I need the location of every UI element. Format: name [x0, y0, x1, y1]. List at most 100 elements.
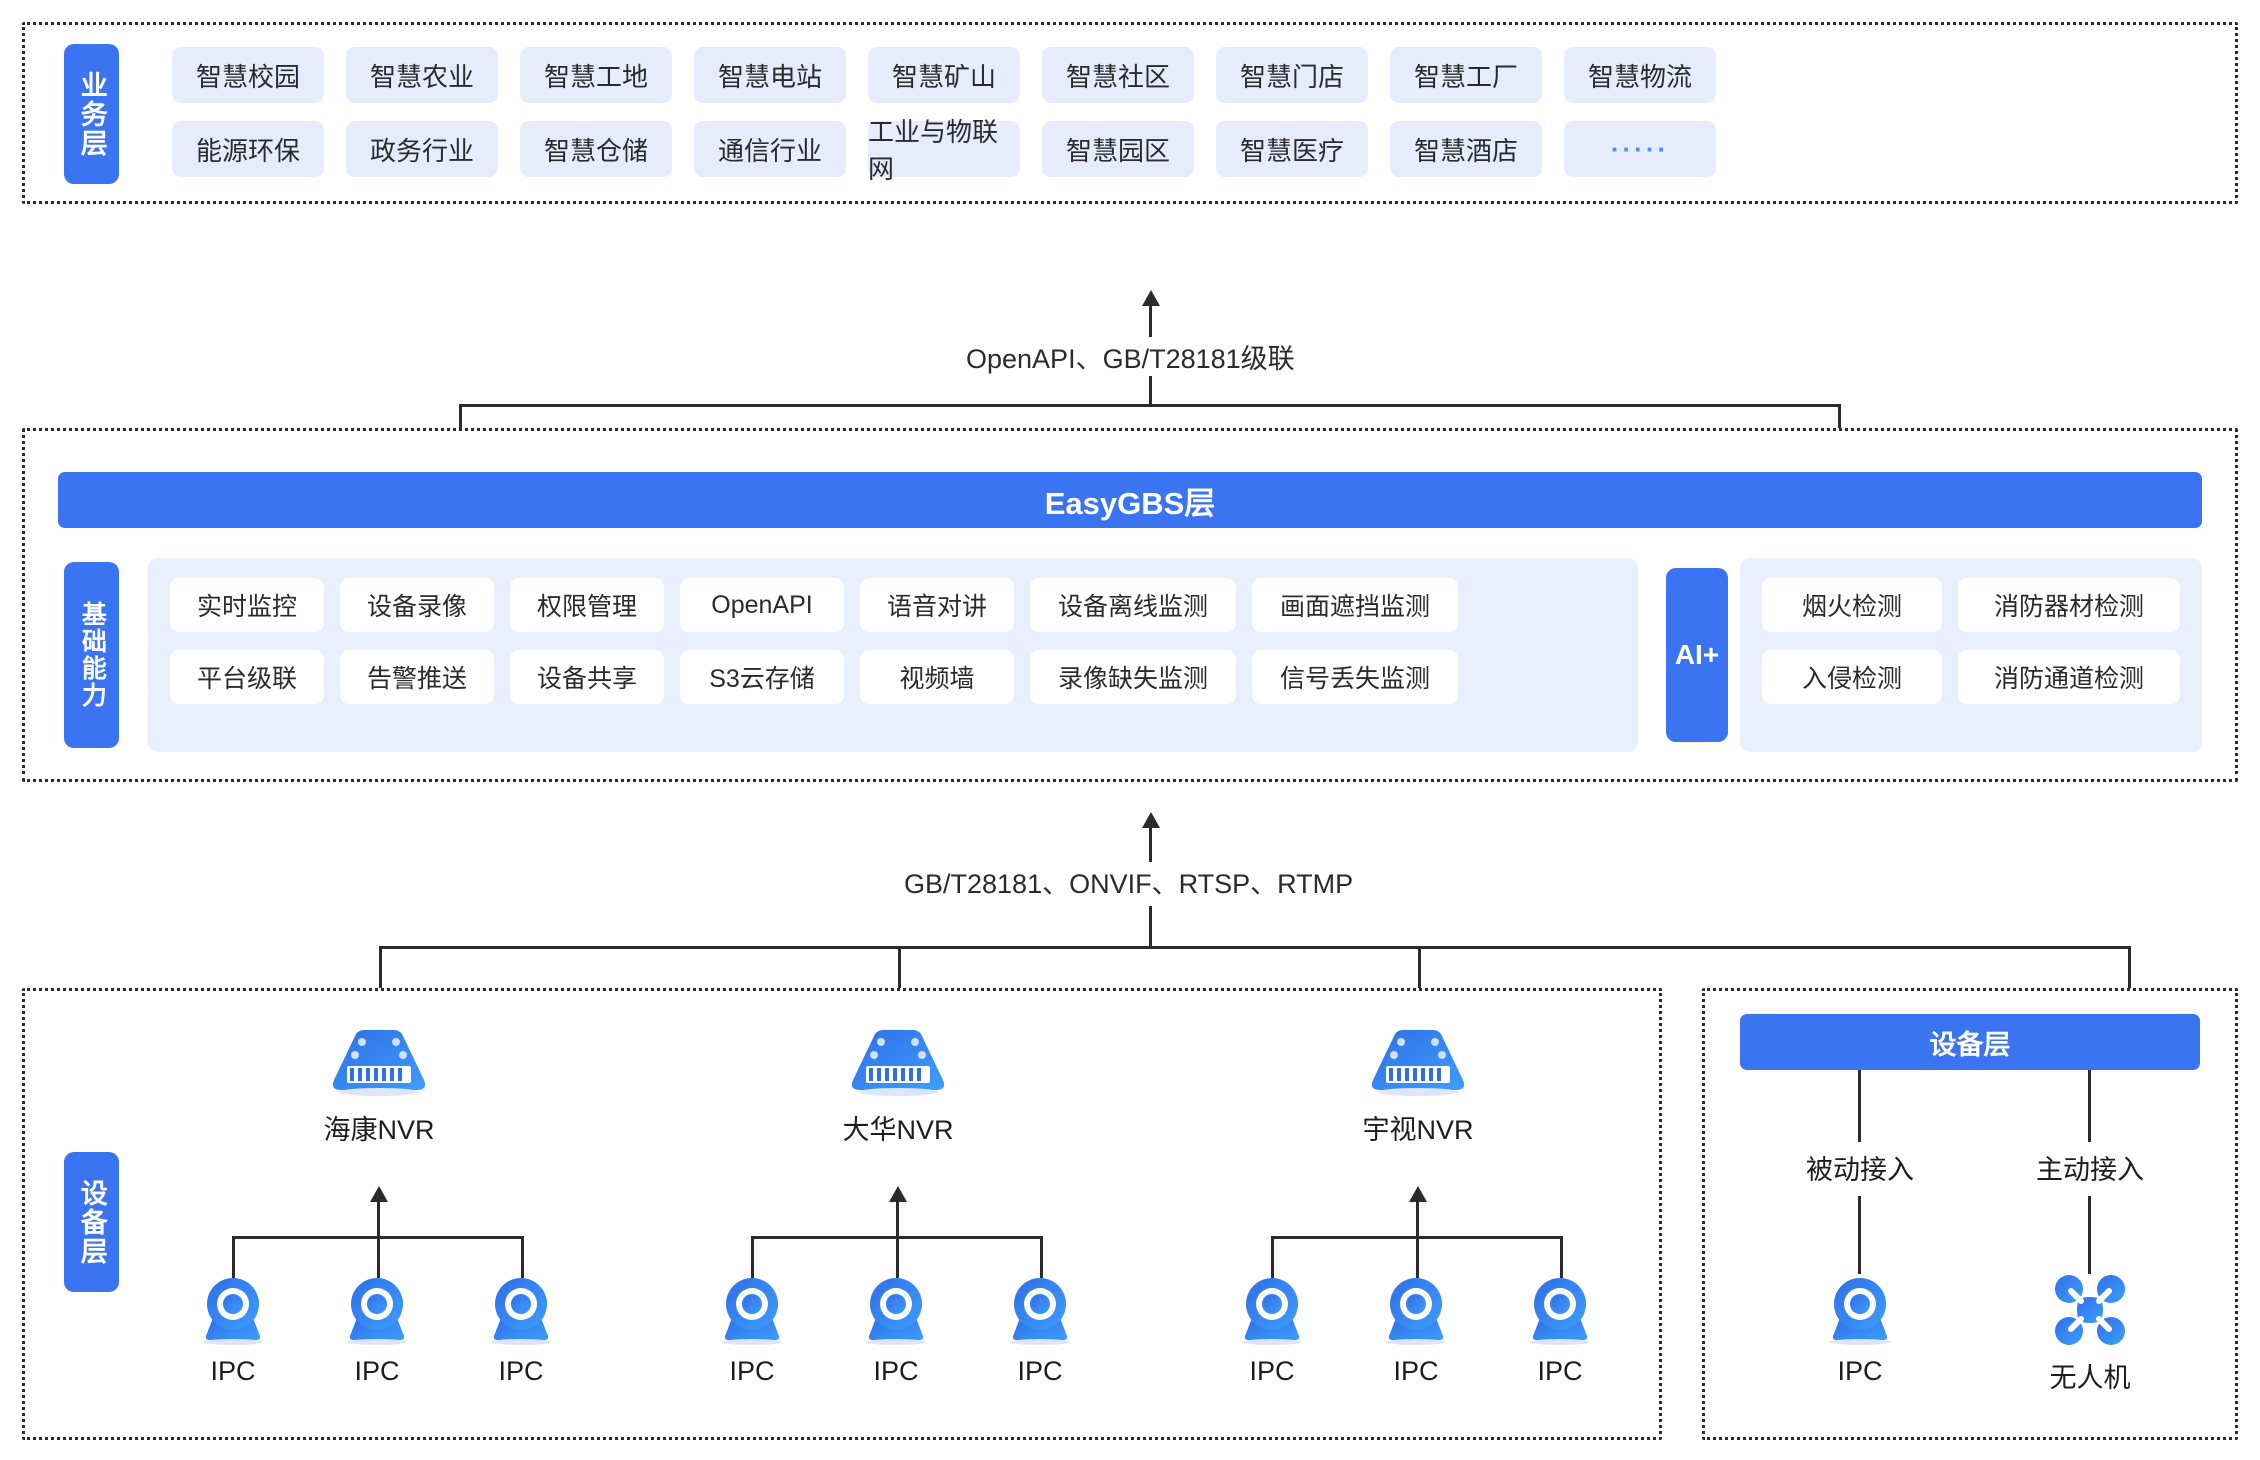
- business-chip[interactable]: 政务行业: [346, 121, 498, 177]
- camera-label: IPC: [354, 1356, 400, 1386]
- camera-icon: [1380, 1274, 1452, 1346]
- camera-label: IPC: [873, 1356, 919, 1386]
- business-chip[interactable]: 智慧电站: [694, 47, 846, 103]
- business-chip[interactable]: 智慧农业: [346, 47, 498, 103]
- camera-label: IPC: [1017, 1356, 1063, 1386]
- ai-capability-chip[interactable]: 烟火检测: [1762, 578, 1942, 632]
- nvr-icon: [847, 1030, 949, 1098]
- camera-icon: [716, 1274, 788, 1346]
- capability-row-2: 平台级联 告警推送 设备共享 S3云存储 视频墙 录像缺失监测 信号丢失监测: [170, 650, 1458, 704]
- business-chip[interactable]: 智慧物流: [1564, 47, 1716, 103]
- connector-arrow-top: [1142, 290, 1160, 306]
- capability-chip[interactable]: 信号丢失监测: [1252, 650, 1458, 704]
- nvr-stem-1: [377, 1202, 380, 1238]
- business-chip[interactable]: 智慧园区: [1042, 121, 1194, 177]
- ai-capability-chip[interactable]: 消防通道检测: [1958, 650, 2180, 704]
- camera-label: IPC: [729, 1356, 775, 1386]
- business-chip[interactable]: 智慧酒店: [1390, 121, 1542, 177]
- camera-label: IPC: [1393, 1356, 1439, 1386]
- business-chip[interactable]: 智慧工厂: [1390, 47, 1542, 103]
- access-mode-label: 被动接入: [1806, 1155, 1914, 1185]
- capability-chip[interactable]: 设备离线监测: [1030, 578, 1236, 632]
- capability-chip[interactable]: S3云存储: [680, 650, 844, 704]
- business-chip[interactable]: 智慧校园: [172, 47, 324, 103]
- nvr-arrow-3: [1409, 1186, 1427, 1202]
- ai-capability-chip[interactable]: 入侵检测: [1762, 650, 1942, 704]
- business-chip[interactable]: 能源环保: [172, 121, 324, 177]
- business-row-1: 智慧校园 智慧农业 智慧工地 智慧电站 智慧矿山 智慧社区 智慧门店 智慧工厂 …: [172, 47, 2212, 103]
- business-chip[interactable]: 智慧矿山: [868, 47, 1020, 103]
- camera-icon: [341, 1274, 413, 1346]
- business-chip[interactable]: 智慧社区: [1042, 47, 1194, 103]
- device-right-drop-active-bottom: [2088, 1196, 2091, 1274]
- capability-row-1: 实时监控 设备录像 权限管理 OpenAPI 语音对讲 设备离线监测 画面遮挡监…: [170, 578, 1458, 632]
- business-chip-more[interactable]: ·····: [1564, 121, 1716, 177]
- capability-chip[interactable]: 设备录像: [340, 578, 494, 632]
- ipc-drop-1-1: [232, 1236, 235, 1278]
- ai-row-2: 入侵检测 消防通道检测: [1762, 650, 2180, 704]
- device-right-label: IPC: [1837, 1356, 1883, 1386]
- business-chip[interactable]: 工业与物联网: [868, 117, 1020, 184]
- nvr-stem-3: [1416, 1202, 1419, 1238]
- device-layer-left-side-label: 设备层: [64, 1152, 119, 1292]
- drone-icon: [2052, 1272, 2128, 1348]
- camera-icon: [860, 1274, 932, 1346]
- nvr-arrow-2: [889, 1186, 907, 1202]
- camera-label: IPC: [498, 1356, 544, 1386]
- capability-chip[interactable]: 录像缺失监测: [1030, 650, 1236, 704]
- connector-label-top: OpenAPI、GB/T28181级联: [952, 337, 1309, 376]
- camera-icon: [1824, 1274, 1896, 1346]
- device-right-drop-active-top: [2088, 1070, 2091, 1142]
- camera-label: IPC: [1249, 1356, 1295, 1386]
- business-layer-side-label: 业务层: [64, 44, 119, 184]
- capability-chip[interactable]: 平台级联: [170, 650, 324, 704]
- business-chip[interactable]: 智慧仓储: [520, 121, 672, 177]
- device-right-drop-passive-bottom: [1858, 1196, 1861, 1274]
- capability-chip[interactable]: 语音对讲: [860, 578, 1014, 632]
- capability-chip[interactable]: 实时监控: [170, 578, 324, 632]
- nvr-label: 大华NVR: [842, 1115, 954, 1145]
- capability-chip[interactable]: 权限管理: [510, 578, 664, 632]
- connector-stem-bottom-2: [1149, 906, 1152, 948]
- ipc-drop-3-2: [1416, 1236, 1419, 1278]
- capability-chip[interactable]: 告警推送: [340, 650, 494, 704]
- bus-drop-device-right: [2128, 946, 2131, 1016]
- connector-bus-bottom: [379, 946, 2130, 949]
- capability-chip[interactable]: 画面遮挡监测: [1252, 578, 1458, 632]
- capability-chip[interactable]: 设备共享: [510, 650, 664, 704]
- business-chip[interactable]: 通信行业: [694, 121, 846, 177]
- camera-icon: [1524, 1274, 1596, 1346]
- connector-label-bottom: GB/T28181、ONVIF、RTSP、RTMP: [890, 862, 1368, 901]
- business-chip[interactable]: 智慧医疗: [1216, 121, 1368, 177]
- ipc-drop-1-3: [521, 1236, 524, 1278]
- business-chip[interactable]: 智慧工地: [520, 47, 672, 103]
- platform-layer-side-label: 基础能力: [64, 562, 119, 748]
- ipc-drop-2-1: [751, 1236, 754, 1278]
- business-chip[interactable]: 智慧门店: [1216, 47, 1368, 103]
- access-mode-label: 主动接入: [2036, 1155, 2144, 1185]
- ipc-drop-2-2: [896, 1236, 899, 1278]
- nvr-arrow-1: [370, 1186, 388, 1202]
- ipc-drop-1-2: [377, 1236, 380, 1278]
- nvr-icon: [1367, 1030, 1469, 1098]
- device-right-drop-passive-top: [1858, 1070, 1861, 1142]
- ipc-drop-2-3: [1040, 1236, 1043, 1278]
- ai-capability-chip[interactable]: 消防器材检测: [1958, 578, 2180, 632]
- camera-icon: [1004, 1274, 1076, 1346]
- easygbs-layer-title: EasyGBS层: [58, 472, 2202, 528]
- camera-icon: [197, 1274, 269, 1346]
- ai-capability-grid: 烟火检测 消防器材检测 入侵检测 消防通道检测: [1762, 578, 2180, 704]
- capability-chip[interactable]: 视频墙: [860, 650, 1014, 704]
- connector-arrow-bottom: [1142, 812, 1160, 828]
- capability-chip[interactable]: OpenAPI: [680, 578, 844, 632]
- basic-capability-grid: 实时监控 设备录像 权限管理 OpenAPI 语音对讲 设备离线监测 画面遮挡监…: [170, 578, 1458, 704]
- ipc-drop-3-1: [1271, 1236, 1274, 1278]
- ai-plus-band: AI+: [1666, 568, 1728, 742]
- business-row-2: 能源环保 政务行业 智慧仓储 通信行业 工业与物联网 智慧园区 智慧医疗 智慧酒…: [172, 117, 2212, 184]
- connector-bus-top: [459, 404, 1841, 407]
- camera-label: IPC: [210, 1356, 256, 1386]
- camera-icon: [1236, 1274, 1308, 1346]
- device-right-label: 无人机: [2049, 1363, 2131, 1393]
- camera-label: IPC: [1537, 1356, 1583, 1386]
